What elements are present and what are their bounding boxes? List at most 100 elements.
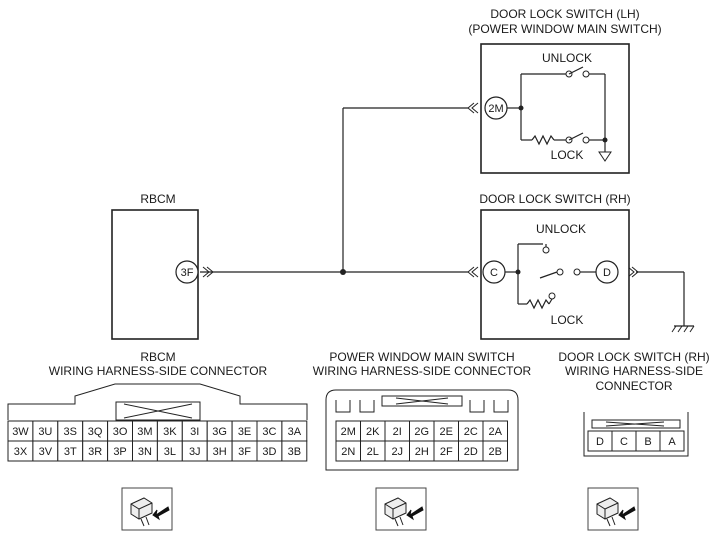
rbcm-pin-cell: 3M bbox=[132, 420, 158, 442]
rbcm-pin-label: 3J bbox=[189, 446, 201, 458]
rbcm-pin-label: 3R bbox=[88, 446, 102, 458]
pwms-pin-label: 2M bbox=[341, 426, 356, 438]
rbcm-pin-cell: 3D bbox=[256, 440, 283, 462]
pwms-pin-label: 2C bbox=[464, 426, 478, 438]
rh-switch-blade bbox=[539, 271, 558, 279]
rbcm-pin-cell: 3C bbox=[256, 420, 283, 442]
rh-connector-subtitle-2: CONNECTOR bbox=[595, 379, 672, 393]
rbcm-pin-cell: 3G bbox=[206, 420, 233, 442]
lh-connector-mark bbox=[467, 102, 479, 114]
rbcm-pin-cell: 3J bbox=[181, 440, 208, 462]
rbcm-pin-label: 3T bbox=[64, 446, 77, 458]
ground-symbol bbox=[671, 325, 695, 333]
rbcm-pin-label: 3L bbox=[164, 446, 176, 458]
rbcm-connector-subtitle: WIRING HARNESS-SIDE CONNECTOR bbox=[49, 364, 268, 378]
pwms-connector-shell bbox=[325, 389, 519, 471]
rbcm-pin-label: 3N bbox=[138, 446, 152, 458]
rbcm-pin-label: 3K bbox=[163, 426, 177, 438]
connector-direction-icon bbox=[121, 487, 173, 531]
rh-pin-cell: D bbox=[587, 430, 613, 452]
rbcm-pin-label: 3A bbox=[288, 426, 302, 438]
rbcm-pin-label: 3U bbox=[38, 426, 52, 438]
rh-pin-cell: B bbox=[635, 430, 661, 452]
pwms-pin-cell: 2M bbox=[335, 420, 361, 442]
rbcm-pin-cell: 3T bbox=[57, 440, 84, 462]
pwms-pin-cell: 2E bbox=[433, 420, 459, 442]
pwms-connector-title: POWER WINDOW MAIN SWITCH bbox=[329, 350, 514, 364]
door-lock-switch-rh: DOOR LOCK SWITCH (RH) C D UNLOCK LOCK bbox=[479, 192, 631, 340]
rbcm-pin-label: 3C bbox=[262, 426, 276, 438]
lh-switch-title: DOOR LOCK SWITCH (LH) bbox=[490, 7, 639, 21]
rbcm-pin-cell: 3H bbox=[206, 440, 233, 462]
rbcm-connector: RBCM WIRING HARNESS-SIDE CONNECTOR 3W 3U 3… bbox=[7, 350, 308, 462]
rbcm-pin-cell: 3K bbox=[156, 420, 183, 442]
pwms-pin-cell: 2C bbox=[458, 420, 484, 442]
rbcm-pin-label: 3G bbox=[212, 426, 227, 438]
lh-switch-subtitle: (POWER WINDOW MAIN SWITCH) bbox=[468, 22, 661, 36]
rbcm-module: RBCM 3F bbox=[111, 192, 199, 340]
rbcm-pin-cell: 3V bbox=[32, 440, 59, 462]
rh-pin-cell: A bbox=[659, 430, 685, 452]
rbcm-pin-label: 3F bbox=[238, 446, 251, 458]
pwms-pin-cell: 2F bbox=[433, 440, 459, 462]
connector-direction-icon bbox=[375, 487, 427, 531]
pwms-pin-label: 2D bbox=[464, 446, 478, 458]
rh-switch-title: DOOR LOCK SWITCH (RH) bbox=[479, 192, 630, 206]
pwms-pin-label: 2F bbox=[440, 446, 453, 458]
pwms-pin-label: 2K bbox=[366, 426, 380, 438]
lh-lock-label: LOCK bbox=[551, 148, 584, 162]
rh-pin-cell: C bbox=[611, 430, 637, 452]
lh-unlock-label: UNLOCK bbox=[542, 51, 592, 65]
lh-pin-label: 2M bbox=[488, 103, 503, 115]
rbcm-pin-cell: 3I bbox=[181, 420, 208, 442]
connector-view-icons bbox=[121, 487, 639, 531]
rbcm-pin-label: 3F bbox=[181, 267, 194, 279]
pwms-pin-cell: 2L bbox=[360, 440, 386, 462]
rh-resistor bbox=[526, 298, 550, 310]
pwms-pin-label: 2A bbox=[489, 426, 503, 438]
rbcm-pin-label: 3D bbox=[262, 446, 276, 458]
rbcm-pin-label: 3E bbox=[238, 426, 251, 438]
lh-internal-ground bbox=[598, 151, 612, 162]
rbcm-pin-label: 3V bbox=[39, 446, 53, 458]
rh-pin-label: D bbox=[596, 436, 604, 448]
rbcm-pin-label: 3X bbox=[14, 446, 28, 458]
rh-unlock-label: UNLOCK bbox=[536, 222, 586, 236]
rh-connector-mark-c bbox=[467, 266, 479, 278]
pwms-pin-label: 2H bbox=[415, 446, 429, 458]
rbcm-pin-cell: 3S bbox=[57, 420, 84, 442]
rbcm-pin-cell: 3A bbox=[281, 420, 308, 442]
pwms-pin-label: 2E bbox=[440, 426, 453, 438]
rbcm-pin-cell: 3F bbox=[231, 440, 258, 462]
rbcm-connector-shell bbox=[7, 383, 308, 420]
door-lock-switch-lh: DOOR LOCK SWITCH (LH) (POWER WINDOW MAIN… bbox=[468, 7, 662, 174]
rh-connector-shell bbox=[583, 412, 689, 457]
rh-lock-label: LOCK bbox=[551, 313, 584, 327]
pwms-pin-label: 2G bbox=[414, 426, 429, 438]
pwms-pin-cell: 2J bbox=[384, 440, 410, 462]
pwms-pin-cell: 2A bbox=[482, 420, 508, 442]
lh-resistor bbox=[531, 134, 555, 146]
rbcm-pin-cell: 3B bbox=[281, 440, 308, 462]
rh-connector-title: DOOR LOCK SWITCH (RH) bbox=[558, 350, 709, 364]
rbcm-pin-label: 3M bbox=[137, 426, 152, 438]
pwms-pin-cell: 2K bbox=[360, 420, 386, 442]
rbcm-connector-title: RBCM bbox=[140, 350, 175, 364]
rh-pin-c-label: C bbox=[490, 267, 498, 279]
rbcm-pin-label: 3W bbox=[12, 426, 29, 438]
pwms-pin-label: 2B bbox=[489, 446, 502, 458]
pwms-connector: POWER WINDOW MAIN SWITCH WIRING HARNESS-… bbox=[313, 350, 532, 471]
rbcm-pin-cell: 3U bbox=[32, 420, 59, 442]
pwms-pin-label: 2N bbox=[341, 446, 355, 458]
lock-switch-blade bbox=[568, 132, 584, 141]
rh-pin-label: C bbox=[620, 436, 628, 448]
unlock-switch-blade bbox=[568, 66, 584, 75]
rbcm-pin-label: 3O bbox=[113, 426, 128, 438]
rh-connector: DOOR LOCK SWITCH (RH) WIRING HARNESS-SID… bbox=[558, 350, 710, 457]
rbcm-pin-cell: 3X bbox=[7, 440, 34, 462]
pwms-pin-label: 2J bbox=[391, 446, 403, 458]
